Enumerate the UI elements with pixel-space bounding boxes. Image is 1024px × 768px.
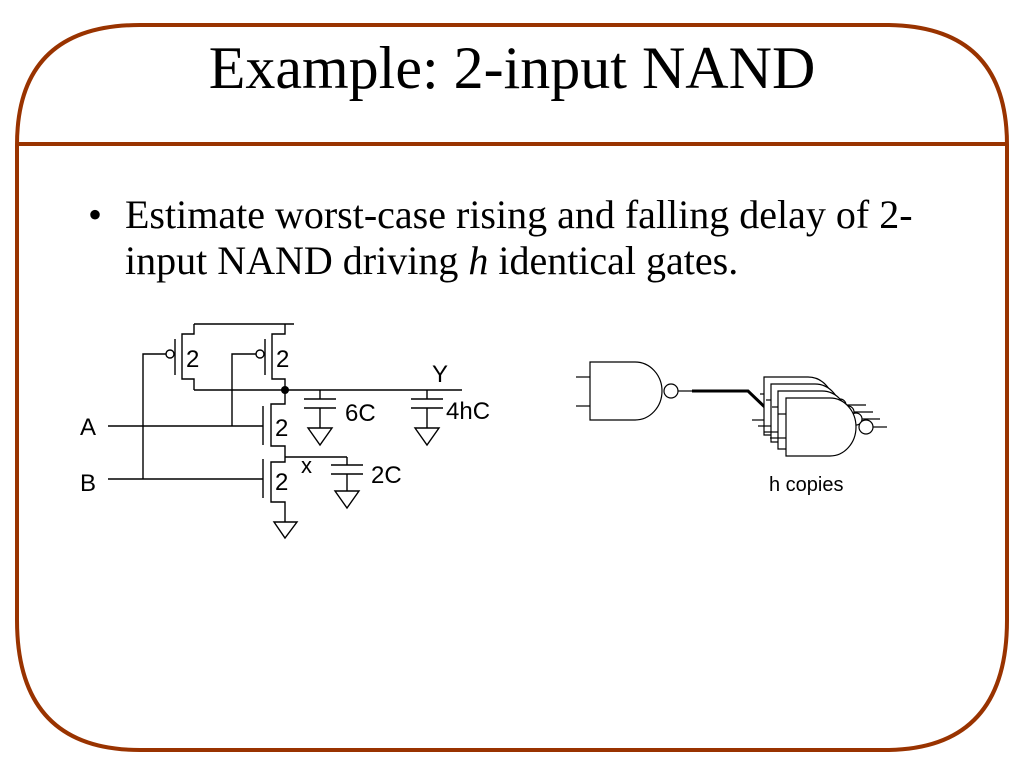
pmos-left-bubble xyxy=(165,349,175,359)
ground-symbol xyxy=(413,427,441,447)
input-label-a: A xyxy=(80,414,96,441)
transistor-schematic xyxy=(108,323,462,540)
bullet-text-part: Estimate worst-case rising and falling d… xyxy=(125,192,913,283)
input-label-b: B xyxy=(80,470,96,497)
output-node-dot xyxy=(281,386,289,394)
bullet-text-part: identical gates. xyxy=(488,238,739,283)
h-copies-caption: h copies xyxy=(769,474,844,496)
internal-node-label-x: x xyxy=(301,453,312,478)
pmos-left xyxy=(142,324,195,479)
driver-output-bubble xyxy=(663,383,679,399)
pmos-right-bubble xyxy=(255,349,265,359)
bullet-marker: • xyxy=(88,192,103,237)
nmos-top-width: 2 xyxy=(275,415,288,442)
slide-title: Example: 2-input NAND xyxy=(208,35,816,101)
driver-nand-gate xyxy=(576,361,692,421)
ground-symbol xyxy=(272,521,299,540)
output-label-y: Y xyxy=(432,361,448,388)
gate-level-drawing xyxy=(576,361,887,457)
pmos-left-width: 2 xyxy=(186,346,199,373)
cap-label-6c: 6C xyxy=(345,400,376,427)
pmos-right xyxy=(231,324,286,426)
capacitor-6c xyxy=(304,390,336,447)
nmos-bottom-width: 2 xyxy=(275,469,288,496)
ground-symbol xyxy=(306,427,334,447)
bullet-text-italic-h: h xyxy=(468,238,489,283)
capacitor-2c xyxy=(331,457,363,510)
cap-label-4hc: 4hC xyxy=(446,398,490,425)
pmos-right-width: 2 xyxy=(276,346,289,373)
ground-symbol xyxy=(333,490,361,510)
slide-border xyxy=(15,23,1009,752)
load-nand-copy xyxy=(770,397,887,457)
bullet-text: Estimate worst-case rising and falling d… xyxy=(125,192,975,284)
capacitor-4hc xyxy=(411,390,443,447)
cap-label-2c: 2C xyxy=(371,462,402,489)
